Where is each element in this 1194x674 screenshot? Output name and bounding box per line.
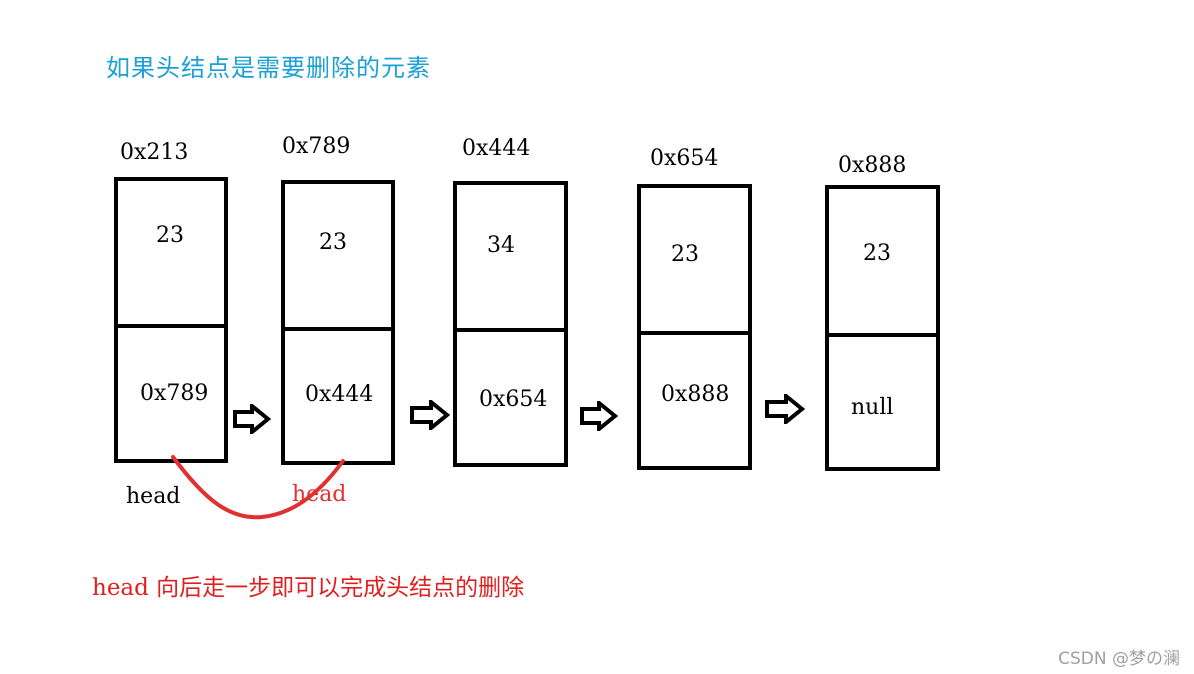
right-arrow-icon xyxy=(233,404,272,434)
node-value: 23 xyxy=(863,241,891,266)
diagram-title: 如果头结点是需要删除的元素 xyxy=(106,54,431,82)
explanation-note: head 向后走一步即可以完成头结点的删除 xyxy=(92,575,525,601)
node-address: 0x444 xyxy=(462,136,531,161)
node-value: 23 xyxy=(671,242,699,267)
right-arrow-icon xyxy=(580,401,619,431)
right-arrow-icon xyxy=(765,394,806,424)
node-value: 23 xyxy=(319,230,347,255)
list-node: 23 null xyxy=(825,185,940,471)
node-next-pointer: 0x654 xyxy=(479,387,548,412)
node-value: 23 xyxy=(156,223,184,248)
list-node: 23 0x789 xyxy=(114,177,228,463)
node-divider xyxy=(118,324,224,328)
list-node: 23 0x888 xyxy=(637,184,752,470)
right-arrow-icon xyxy=(410,400,451,430)
node-divider xyxy=(641,331,748,335)
list-node: 23 0x444 xyxy=(281,180,395,465)
node-address: 0x789 xyxy=(282,134,351,159)
old-head-label: head xyxy=(126,484,181,509)
node-address: 0x654 xyxy=(650,146,719,171)
node-address: 0x888 xyxy=(838,153,907,178)
node-value: 34 xyxy=(487,233,515,258)
node-next-pointer: null xyxy=(851,395,894,420)
new-head-label: head xyxy=(292,482,347,507)
node-next-pointer: 0x888 xyxy=(661,382,730,407)
node-address: 0x213 xyxy=(120,140,189,165)
list-node: 34 0x654 xyxy=(453,181,568,467)
watermark: CSDN @梦の澜 xyxy=(1058,649,1180,669)
node-divider xyxy=(829,333,936,337)
node-divider xyxy=(457,328,564,332)
node-next-pointer: 0x444 xyxy=(305,382,374,407)
node-next-pointer: 0x789 xyxy=(140,381,209,406)
node-divider xyxy=(285,327,391,331)
